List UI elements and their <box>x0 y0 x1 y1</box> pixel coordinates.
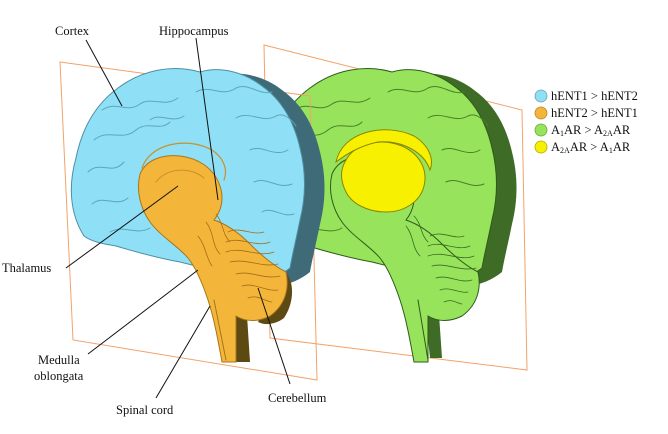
legend-swatch-hent2 <box>534 106 548 120</box>
medulla-label-line1: Medulla <box>38 353 80 367</box>
legend-item-hent1: hENT1 > hENT2 <box>534 89 638 103</box>
legend-swatch-a1ar <box>534 123 548 137</box>
thalamus-leader <box>65 185 179 269</box>
medulla-leader <box>87 269 199 355</box>
legend-item-a2aar: A2AAR > A1AR <box>534 140 631 155</box>
legend-text-hent1: hENT1 > hENT2 <box>551 89 638 103</box>
legend-text-hent2: hENT2 > hENT1 <box>551 106 638 120</box>
legend-swatch-hent1 <box>534 89 548 103</box>
legend-item-a1ar: A1AR > A2AAR <box>534 123 631 138</box>
spinal-cord-label: Spinal cord <box>116 403 174 417</box>
cerebellum-label: Cerebellum <box>268 391 327 405</box>
legend-text-a2aar: A2AAR > A1AR <box>551 140 631 155</box>
thalamus-label: Thalamus <box>2 261 51 275</box>
right-thalamus-yellow <box>341 141 426 213</box>
hippocampus-label: Hippocampus <box>159 24 229 38</box>
right-fornix-yellow <box>335 129 432 172</box>
cortex-leader <box>85 39 123 107</box>
hippocampus-leader <box>195 37 219 201</box>
left-brain <box>70 68 325 363</box>
leader-lines <box>65 37 291 399</box>
legend-text-a1ar: A1AR > A2AAR <box>551 123 631 138</box>
left-corpus-callosum <box>141 142 227 181</box>
medulla-label-line2: oblongata <box>34 369 84 383</box>
legend: hENT1 > hENT2 hENT2 > hENT1 A1AR > A2AAR… <box>534 89 638 155</box>
cerebellum-leader <box>257 287 291 385</box>
legend-swatch-a2aar <box>534 140 548 154</box>
right-brain <box>262 68 517 363</box>
spinal-cord-leader <box>155 305 211 399</box>
legend-item-hent2: hENT2 > hENT1 <box>534 106 638 120</box>
cortex-label: Cortex <box>55 24 90 38</box>
